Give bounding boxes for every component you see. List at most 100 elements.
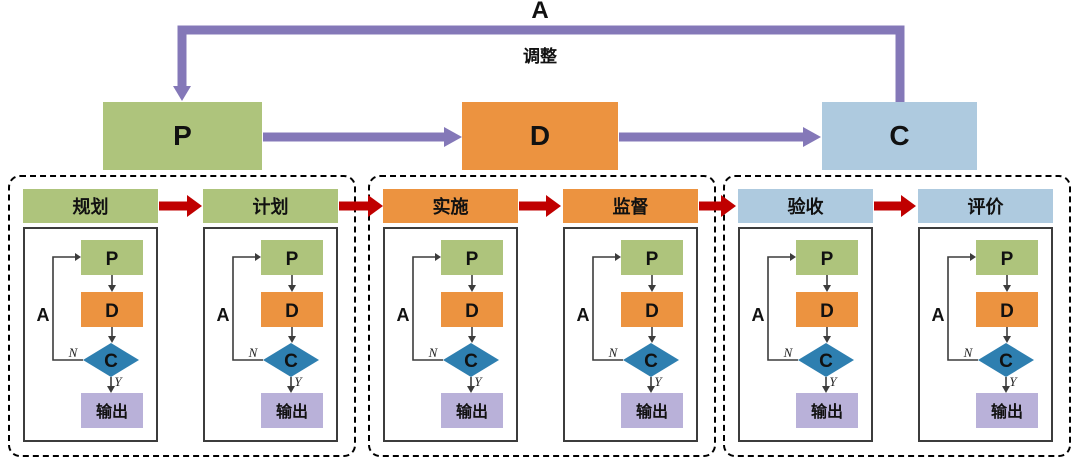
mini-check-diamond: [83, 343, 139, 377]
mini-no-label: N: [428, 345, 439, 360]
group-check: 验收: [723, 175, 1071, 457]
arrowhead-icon: [823, 285, 831, 292]
stage-panel-title: 监督: [612, 197, 649, 217]
arrowhead-icon: [435, 253, 441, 261]
mini-act-label: A: [397, 305, 410, 325]
adjust-label: 调整: [523, 47, 557, 66]
mini-arrowheads: [790, 253, 831, 393]
mini-no-label: N: [608, 345, 619, 360]
arrowhead-icon: [288, 285, 296, 292]
mini-plan-label: P: [106, 249, 119, 270]
mini-check-diamond: [798, 343, 854, 377]
stage-panel-body: P D C 输出 A N Y: [383, 227, 518, 442]
arrowhead-icon: [648, 285, 656, 292]
main-box-check-label: C: [889, 120, 910, 151]
mini-output-box: [81, 393, 143, 428]
feedback-arrowhead-icon: [173, 86, 191, 101]
mini-arrowheads: [255, 253, 296, 393]
stage-panel: 监督: [563, 189, 698, 442]
stage-panel-body: P D C 输出 A N Y: [23, 227, 158, 442]
mini-flow-lines: [947, 256, 1008, 387]
stage-panel: 规划: [23, 189, 158, 442]
mini-feedback-line: [592, 256, 623, 361]
mini-do-box: [796, 292, 858, 327]
main-box-check: C: [822, 102, 977, 170]
mini-check-label: C: [999, 351, 1013, 372]
mini-plan-box: [441, 240, 503, 275]
mini-output-label: 输出: [96, 402, 128, 421]
arrowhead-icon: [107, 386, 115, 393]
mini-output-box: [621, 393, 683, 428]
mini-yes-label: Y: [654, 374, 663, 389]
stage-panel: 评价: [918, 189, 1053, 442]
mini-no-label: N: [248, 345, 259, 360]
mini-feedback-line: [412, 256, 443, 361]
arrowhead-icon: [288, 336, 296, 343]
stage-panel-body: P D C 输出 A N Y: [563, 227, 698, 442]
arrowhead-icon: [648, 336, 656, 343]
arrowhead-icon: [108, 285, 116, 292]
mini-do-box: [81, 292, 143, 327]
stage-panel-title: 实施: [432, 197, 469, 217]
mini-yes-label: Y: [1009, 374, 1018, 389]
mini-do-label: D: [285, 301, 299, 322]
mini-check-diamond: [263, 343, 319, 377]
arrowhead-icon: [1002, 386, 1010, 393]
mini-output-box: [976, 393, 1038, 428]
arrowhead-icon: [75, 253, 81, 261]
stage-panel-header: 计划: [203, 189, 338, 223]
mini-check-diamond: [443, 343, 499, 377]
mini-do-label: D: [1000, 301, 1014, 322]
mini-plan-label: P: [821, 249, 834, 270]
stage-panel-header: 规划: [23, 189, 158, 223]
mini-plan-box: [976, 240, 1038, 275]
arrowhead-icon: [822, 386, 830, 393]
mini-plan-box: [621, 240, 683, 275]
mini-plan-box: [261, 240, 323, 275]
mini-output-label: 输出: [276, 402, 308, 421]
mini-output-label: 输出: [991, 402, 1023, 421]
mini-pdca-flowchart: P D C 输出 A N Y: [217, 240, 323, 428]
mini-check-label: C: [644, 351, 658, 372]
group-do: 实施: [368, 175, 716, 457]
arrowhead-icon: [108, 336, 116, 343]
mini-yes-label: Y: [474, 374, 483, 389]
main-box-do: D: [462, 102, 618, 170]
mini-do-box: [441, 292, 503, 327]
arrowhead-icon: [970, 253, 976, 261]
arrowhead-icon: [823, 336, 831, 343]
mini-check-label: C: [464, 351, 478, 372]
mini-arrowheads: [970, 253, 1011, 393]
mini-plan-box: [81, 240, 143, 275]
mini-flow-lines: [767, 256, 828, 387]
mini-no-label: N: [963, 345, 974, 360]
mini-feedback-line: [52, 256, 83, 361]
mini-pdca-flowchart: P D C 输出 A N Y: [37, 240, 143, 428]
mini-feedback-line: [767, 256, 798, 361]
mini-act-label: A: [217, 305, 230, 325]
mini-pdca-flowchart: P D C 输出 A N Y: [932, 240, 1038, 428]
mini-check-label: C: [819, 351, 833, 372]
mini-do-label: D: [105, 301, 119, 322]
arrowhead-icon: [287, 386, 295, 393]
arrowhead-icon: [615, 253, 621, 261]
arrowhead-icon: [647, 386, 655, 393]
mini-act-label: A: [752, 305, 765, 325]
mini-output-box: [261, 393, 323, 428]
mini-do-label: D: [645, 301, 659, 322]
stage-panel-header: 监督: [563, 189, 698, 223]
mini-check-diamond: [978, 343, 1034, 377]
mini-do-box: [261, 292, 323, 327]
arrowhead-icon: [468, 285, 476, 292]
stage-panel: 计划: [203, 189, 338, 442]
mini-act-label: A: [37, 305, 50, 325]
arrowhead-icon: [468, 336, 476, 343]
stage-panel-title: 验收: [787, 197, 824, 217]
mini-no-label: N: [783, 345, 794, 360]
mini-do-box: [621, 292, 683, 327]
stage-panel-body: P D C 输出 A N Y: [918, 227, 1053, 442]
p-to-d-arrowhead-icon: [444, 127, 462, 147]
stage-panel-body: P D C 输出 A N Y: [203, 227, 338, 442]
main-box-do-label: D: [529, 120, 551, 151]
mini-check-label: C: [284, 351, 298, 372]
